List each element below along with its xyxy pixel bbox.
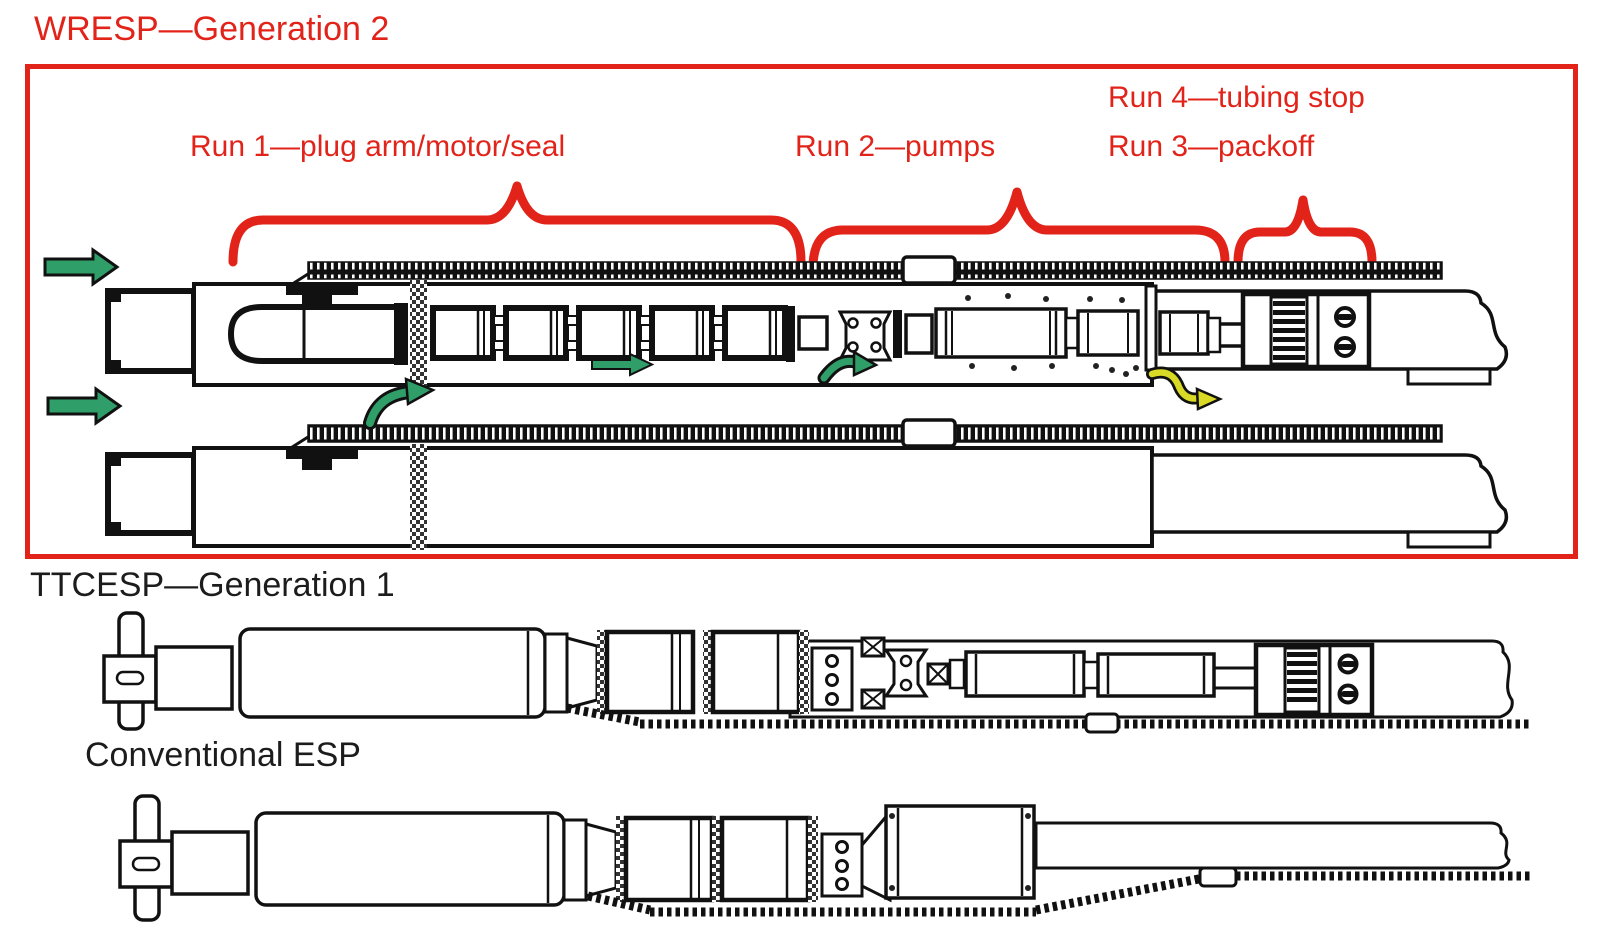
pump-intake [820, 807, 892, 903]
plug-arm [227, 303, 408, 365]
pump-body [884, 804, 1036, 900]
run2-brace [808, 187, 1230, 273]
pump-sections [934, 307, 1140, 359]
motor-cylinder [238, 627, 547, 719]
run2-label: Run 2—pumps [795, 130, 996, 163]
seal-connector [786, 306, 934, 362]
seal-module [604, 629, 696, 715]
seal-taper [584, 822, 618, 898]
pump-intake [810, 636, 966, 712]
curved-arrow-green-icon [363, 377, 436, 430]
wresp-lower-wellbore [105, 418, 1509, 550]
run1-brace [228, 181, 806, 267]
cable-clamp [901, 255, 957, 285]
tube-right-section [1150, 453, 1509, 534]
run-braces [228, 181, 1377, 273]
seal-module [719, 815, 811, 903]
conventional-esp-assembly [118, 794, 1532, 922]
production-tubing [1034, 821, 1511, 870]
run4-label: Run 4—tubing stop [1108, 81, 1365, 114]
seal-module [710, 629, 802, 715]
flow-arrow-green-icon [43, 247, 120, 287]
wresp-title: WRESP—Generation 2 [34, 10, 390, 48]
motor-head [154, 645, 234, 711]
tube-end-cap [105, 288, 197, 374]
flow-arrow-green-icon [46, 386, 123, 426]
coupling [562, 818, 588, 902]
curved-arrow-green-icon [817, 349, 879, 385]
tubing-stop [1240, 291, 1372, 370]
seal-module [623, 815, 715, 903]
run1-label: Run 1—plug arm/motor/seal [190, 130, 566, 163]
seal-taper [565, 636, 599, 710]
run3-brace [1233, 195, 1377, 267]
tube-tab [1406, 530, 1492, 549]
tube-main-body [192, 446, 1154, 548]
power-cable-rail [285, 255, 1443, 290]
cable-clamp [901, 418, 957, 448]
motor-modules [430, 305, 788, 361]
flow-annotations [43, 247, 1224, 430]
cable-clamp [1084, 712, 1120, 734]
flow-arrow-green-small-icon [591, 352, 655, 377]
hanger-clamp [286, 282, 358, 306]
coupling [543, 632, 569, 714]
tube-joint [1144, 284, 1158, 372]
motor-cylinder [254, 811, 566, 907]
packoff-section [1158, 310, 1243, 356]
run3-label: Run 3—packoff [1108, 130, 1315, 163]
power-cable [566, 703, 1532, 734]
tube-tab [1406, 367, 1492, 386]
power-cable [587, 866, 1532, 917]
wresp-upper-assembly [105, 255, 1509, 388]
crossover-strip [410, 444, 427, 550]
hanger-clamp [286, 446, 358, 470]
wresp-boundary-box [25, 64, 1578, 559]
ttcesp-assembly [102, 611, 1532, 734]
motor-head [170, 830, 250, 896]
cable-clamp [1198, 866, 1238, 888]
crossover-strip [410, 280, 427, 388]
ttcesp-title: TTCESP—Generation 1 [30, 566, 395, 604]
bolt-dots [965, 293, 1139, 377]
tube-end-cap [105, 452, 197, 536]
pump-sections [964, 650, 1256, 698]
tubing-stop [1253, 642, 1375, 718]
curved-arrow-yellow-icon [1146, 366, 1224, 411]
conventional-esp-title: Conventional ESP [85, 736, 361, 774]
